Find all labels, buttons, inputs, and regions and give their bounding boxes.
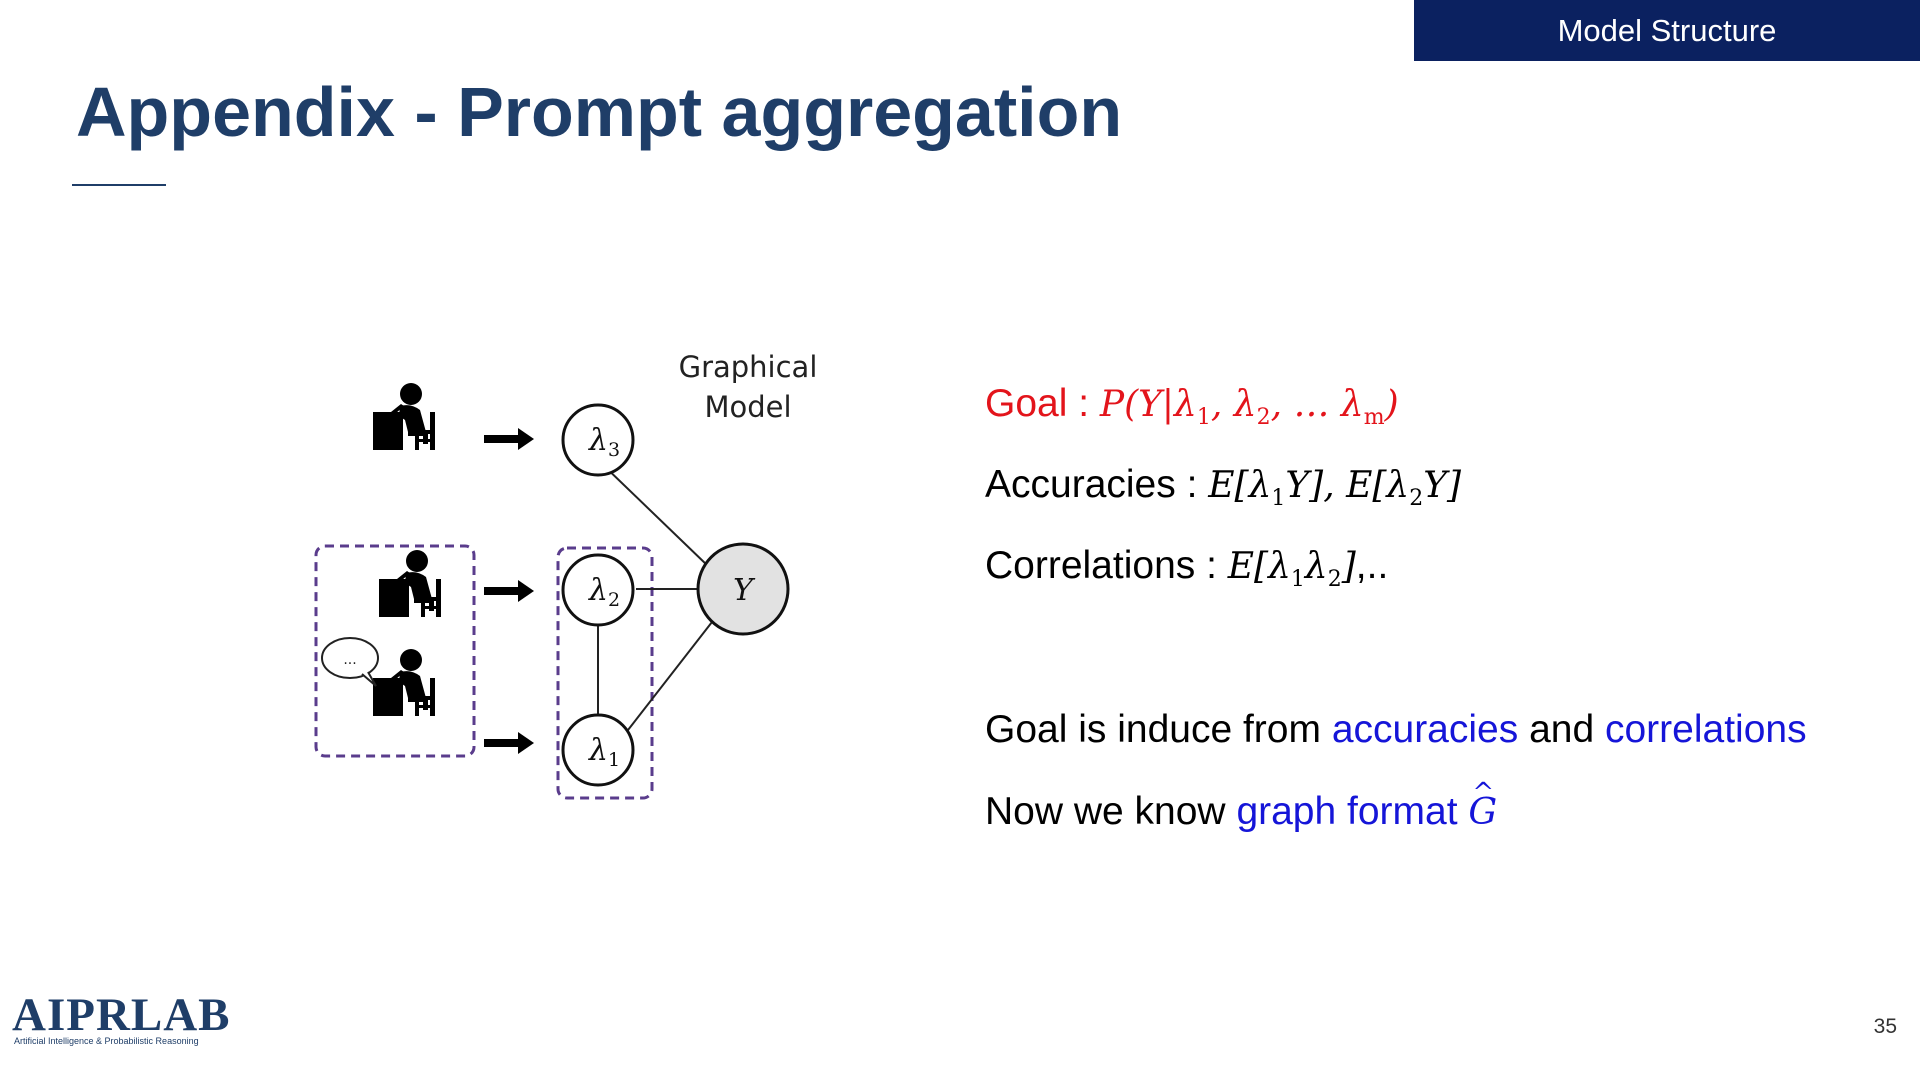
induce-conjunction: and xyxy=(1518,708,1605,751)
accuracies-label: Accuracies : xyxy=(985,463,1209,506)
svg-text:...: ... xyxy=(343,652,356,668)
arrow-right-icon xyxy=(484,732,534,754)
lab-logo-text: AIPRLAB xyxy=(12,989,231,1041)
correlations-label: Correlations : xyxy=(985,544,1228,587)
lambda-group-dashed-box xyxy=(556,546,654,800)
diagram-caption-line2: Model xyxy=(704,390,791,424)
goal-formula: P(Y|λ1, λ2, … λm) xyxy=(1099,384,1399,431)
annotator-person-icon xyxy=(373,383,435,450)
page-number: 35 xyxy=(1873,1015,1897,1038)
graph-format-line: Now we know graph format ^G xyxy=(985,778,1498,834)
goal-line: Goal : P(Y|λ1, λ2, … λm) xyxy=(985,382,1399,430)
diagram-caption-line1: Graphical xyxy=(679,350,818,384)
correlations-line: Correlations : E[λ1λ2],.. xyxy=(985,544,1388,592)
accuracies-formula: E[λ1Y], E[λ2Y] xyxy=(1208,465,1462,512)
node-target-y: Y xyxy=(696,542,790,636)
graph-symbol: ^G xyxy=(1468,778,1498,833)
term-correlations: correlations xyxy=(1604,708,1807,751)
induce-line: Goal is induce from accuracies and corre… xyxy=(985,708,1807,752)
accuracies-line: Accuracies : E[λ1Y], E[λ2Y] xyxy=(985,463,1461,511)
correlations-trail: ,.. xyxy=(1355,544,1389,587)
section-tag: Model Structure xyxy=(1414,0,1920,61)
induce-prefix: Goal is induce from xyxy=(985,708,1332,751)
node-lambda1: λ1 xyxy=(561,713,635,787)
graph-prefix: Now we know xyxy=(985,790,1237,833)
svg-text:λ2: λ2 xyxy=(588,573,620,611)
edge-lambda1-y xyxy=(627,621,713,731)
svg-text:Y: Y xyxy=(733,573,756,608)
term-accuracies: accuracies xyxy=(1331,708,1519,751)
svg-text:λ1: λ1 xyxy=(588,733,620,771)
annotator-person-icon xyxy=(373,649,435,716)
lab-logo-subtitle: Artificial Intelligence & Probabilistic … xyxy=(14,1036,199,1046)
slide-title: Appendix - Prompt aggregation xyxy=(76,73,1123,151)
edge-lambda3-y xyxy=(597,459,709,567)
term-graph-format: graph format xyxy=(1236,790,1469,833)
correlations-formula: E[λ1λ2] xyxy=(1227,546,1356,593)
speech-bubble-icon: ... xyxy=(321,637,379,687)
arrow-right-icon xyxy=(484,580,534,602)
lab-logo: AIPRLAB Artificial Intelligence & Probab… xyxy=(12,992,230,1048)
arrow-right-icon xyxy=(484,428,534,450)
title-underline xyxy=(72,184,166,186)
section-tag-label: Model Structure xyxy=(1557,12,1777,48)
annotator-person-icon xyxy=(379,550,441,617)
node-lambda3: λ3 xyxy=(561,403,635,477)
goal-label: Goal : xyxy=(985,382,1100,425)
node-lambda2: λ2 xyxy=(561,553,635,627)
svg-text:λ3: λ3 xyxy=(588,423,620,461)
